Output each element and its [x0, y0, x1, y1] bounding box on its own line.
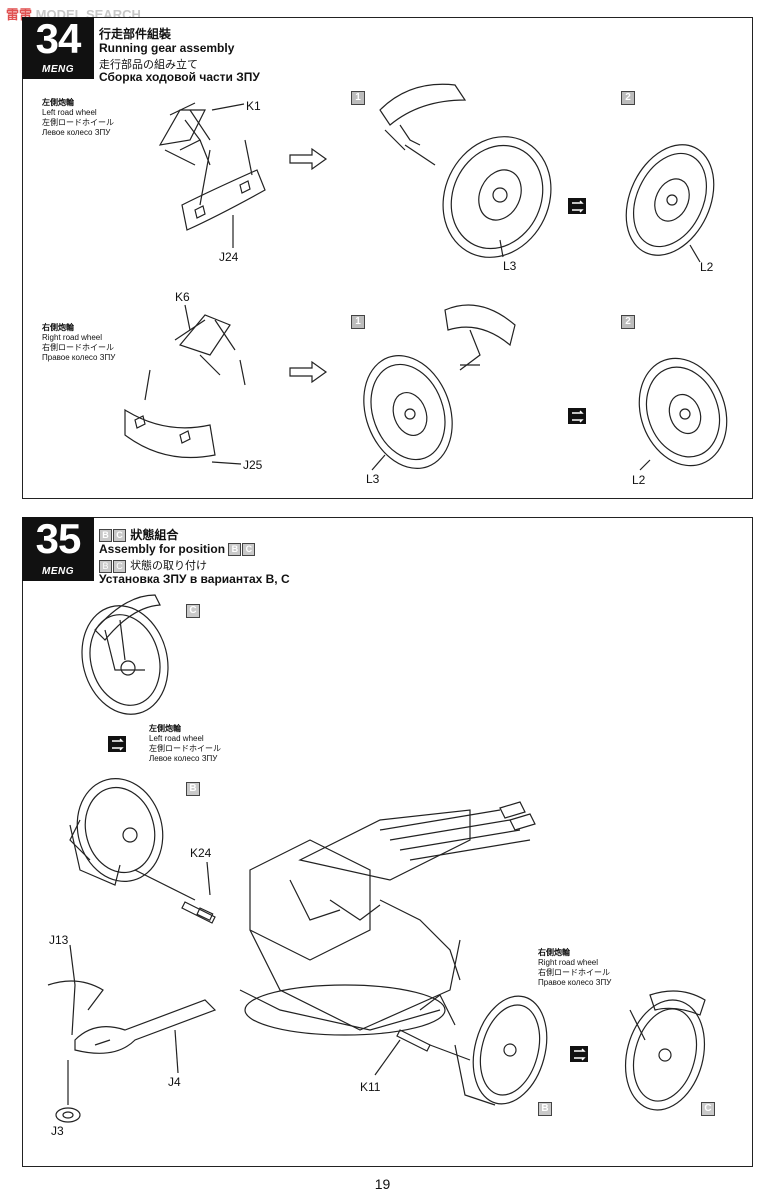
step-34-right-note: 右側炮輪 Right road wheel 右側ロードホイール Правое к…	[42, 323, 115, 363]
wheel-l3-top	[442, 136, 552, 258]
step-34-title-ru: Сборка ходовой части ЗПУ	[99, 70, 260, 84]
j24-fender	[181, 169, 266, 231]
step-34-number: 34	[35, 15, 82, 62]
step-35-title-jp-text: 状態の取り付け	[130, 560, 208, 572]
k11-pin	[396, 1029, 431, 1052]
wheel-l2-bottom	[638, 357, 728, 467]
step-35-title-en-text: Assembly for position	[99, 542, 226, 556]
var-b-inline-3: B	[99, 559, 112, 573]
s35-left-note-ru: Левое колесо ЗПУ	[149, 754, 218, 763]
left-note-en: Left road wheel	[42, 108, 97, 117]
substep-1-top: 1	[351, 91, 365, 105]
j3-ring	[55, 1107, 81, 1123]
variant-b-right: B	[538, 1102, 552, 1116]
var-c-inline-2: C	[242, 543, 256, 557]
step-34-badge: 34 MENG	[22, 15, 94, 79]
k6-bracket	[174, 314, 236, 376]
left-note-zh: 左側炮輪	[42, 98, 74, 107]
step-35-left-note: 左側炮輪 Left road wheel 左側ロードホイール Левое кол…	[149, 724, 221, 764]
part-l2-bottom: L2	[632, 473, 646, 487]
wheel-b-right	[419, 994, 548, 1106]
part-l2-top: L2	[700, 260, 714, 274]
part-j13: J13	[49, 933, 69, 947]
part-j24: J24	[219, 250, 239, 264]
s35-left-note-jp: 左側ロードホイール	[149, 744, 221, 753]
right-note-en: Right road wheel	[42, 333, 103, 342]
s35-right-note-jp: 右側ロードホイール	[538, 968, 610, 977]
step-35-badge: 35 MENG	[22, 515, 94, 581]
var-b-inline-2: B	[228, 543, 242, 557]
k1-bracket	[158, 102, 211, 166]
part-k1: K1	[246, 99, 261, 113]
left-note-jp: 左側ロードホイール	[42, 118, 114, 127]
step-35-brand: MENG	[42, 566, 74, 577]
step-34-title-zh: 行走部件組裝	[99, 27, 172, 41]
part-j4: J4	[168, 1075, 181, 1089]
s35-right-note-zh: 右側炮輪	[538, 948, 570, 957]
wheel-l2-top	[625, 144, 715, 256]
zpu-gun-body	[239, 801, 536, 1036]
step-35-right-note: 右側炮輪 Right road wheel 右側ロードホイール Правое к…	[538, 948, 611, 988]
page-number: 19	[374, 1176, 391, 1192]
var-c-inline-1: C	[113, 529, 126, 543]
s35-left-note-zh: 左側炮輪	[149, 724, 181, 733]
variant-c-top: C	[186, 604, 200, 618]
right-note-jp: 右側ロードホイール	[42, 343, 114, 352]
step-35-title-ru: Установка ЗПУ в вариантах B, C	[99, 572, 290, 586]
part-k6: K6	[175, 290, 190, 304]
var-c-inline-3: C	[113, 559, 126, 573]
right-note-zh: 右側炮輪	[42, 323, 74, 332]
flip-glyphs	[112, 200, 586, 1061]
right-note-ru: Правое колесо ЗПУ	[42, 353, 116, 362]
s35-left-note-en: Left road wheel	[149, 734, 204, 743]
step-34-title-en: Running gear assembly	[99, 41, 235, 55]
part-l3-bottom: L3	[366, 472, 380, 486]
s35-right-note-ru: Правое колесо ЗПУ	[538, 978, 612, 987]
var-b-inline-1: B	[99, 529, 112, 543]
j4-drawbar	[74, 999, 217, 1054]
s35-right-note-en: Right road wheel	[538, 958, 599, 967]
wheel-c-right	[624, 990, 706, 1111]
step-35-number: 35	[35, 515, 82, 562]
variant-c-right: C	[701, 1102, 715, 1116]
part-l3-top: L3	[503, 259, 517, 273]
part-k24: K24	[190, 846, 212, 860]
j25-fender	[124, 408, 216, 459]
step-34-title-jp: 走行部品の組み立て	[99, 59, 198, 71]
wheel-l3-bottom	[363, 355, 453, 469]
assembly-1-top	[379, 83, 467, 166]
wheel-b-left	[69, 778, 164, 886]
substep-2-bottom: 2	[621, 315, 635, 329]
wheel-c-top	[81, 594, 169, 715]
step-34-brand: MENG	[42, 64, 74, 75]
k24-pin	[181, 901, 216, 924]
variant-b-left: B	[186, 782, 200, 796]
j13-bracket	[47, 944, 104, 1036]
part-j25: J25	[243, 458, 263, 472]
left-note-ru: Левое колесо ЗПУ	[42, 128, 111, 137]
substep-2-top: 2	[621, 91, 635, 105]
step-34-left-note: 左側炮輪 Left road wheel 左側ロードホイール Левое кол…	[42, 98, 114, 138]
part-j3: J3	[51, 1124, 64, 1138]
part-k11: K11	[360, 1080, 381, 1094]
substep-1-bottom: 1	[351, 315, 365, 329]
step-35-title-zh-text: 狀態組合	[130, 528, 179, 542]
assembly-1-bottom	[444, 304, 516, 371]
